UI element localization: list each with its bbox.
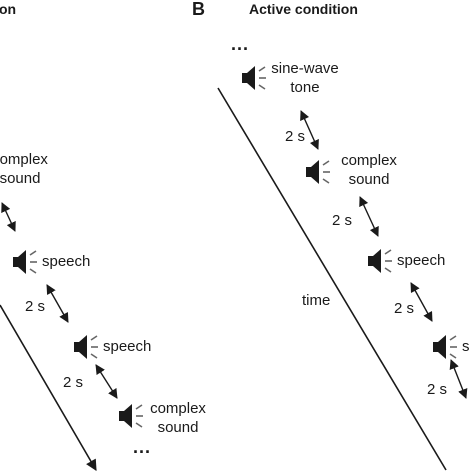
stimulus-label: s <box>462 338 470 355</box>
ellipsis: ... <box>231 34 250 54</box>
stimulus-label-line: sound <box>348 171 390 188</box>
interval-arrow <box>410 282 433 322</box>
speaker-icon <box>367 248 393 274</box>
speaker-icon <box>73 334 99 360</box>
panel-b-letter: B <box>192 0 205 19</box>
interval-label: 2 s <box>394 300 415 317</box>
interval-label: 2 s <box>285 128 306 145</box>
stimulus-label: speech <box>397 252 446 269</box>
interval-arrow <box>95 364 118 399</box>
stimulus-label-line: sine-wave <box>271 60 339 77</box>
interval-label: 2 s <box>63 374 84 391</box>
panel-a-title: on <box>0 1 17 17</box>
interval-label: 2 s <box>427 381 448 398</box>
interval-arrow <box>46 284 69 323</box>
interval-arrow <box>449 359 468 399</box>
stimulus-label: complex sound <box>128 399 228 437</box>
interval-arrow <box>359 196 379 237</box>
stimulus-label: speech <box>42 253 91 270</box>
stimulus-label: complex sound <box>324 151 414 189</box>
panel-b-timeline <box>217 87 447 471</box>
stimulus-label: sine-wave tone <box>260 59 350 97</box>
ellipsis: ... <box>133 437 152 457</box>
interval-arrow <box>1 202 16 232</box>
stimulus-label-line: complex <box>341 152 397 169</box>
stimulus-label-line: complex <box>0 151 48 168</box>
stimulus-label-line: complex <box>150 400 206 417</box>
stimulus-label-line: sound <box>157 419 199 436</box>
interval-label: 2 s <box>332 212 353 229</box>
panel-a-timeline <box>0 304 97 471</box>
speaker-icon <box>432 334 458 360</box>
interval-arrow <box>300 110 319 150</box>
stimulus-label: speech <box>103 338 152 355</box>
speaker-icon <box>12 249 38 275</box>
interval-label: 2 s <box>25 298 46 315</box>
panel-b-title: Active condition <box>249 1 358 17</box>
stimulus-label-line: tone <box>290 79 320 96</box>
stimulus-label: complex sound <box>0 150 70 188</box>
stimulus-label-line: sound <box>0 170 41 187</box>
time-axis-label: time <box>302 292 331 309</box>
